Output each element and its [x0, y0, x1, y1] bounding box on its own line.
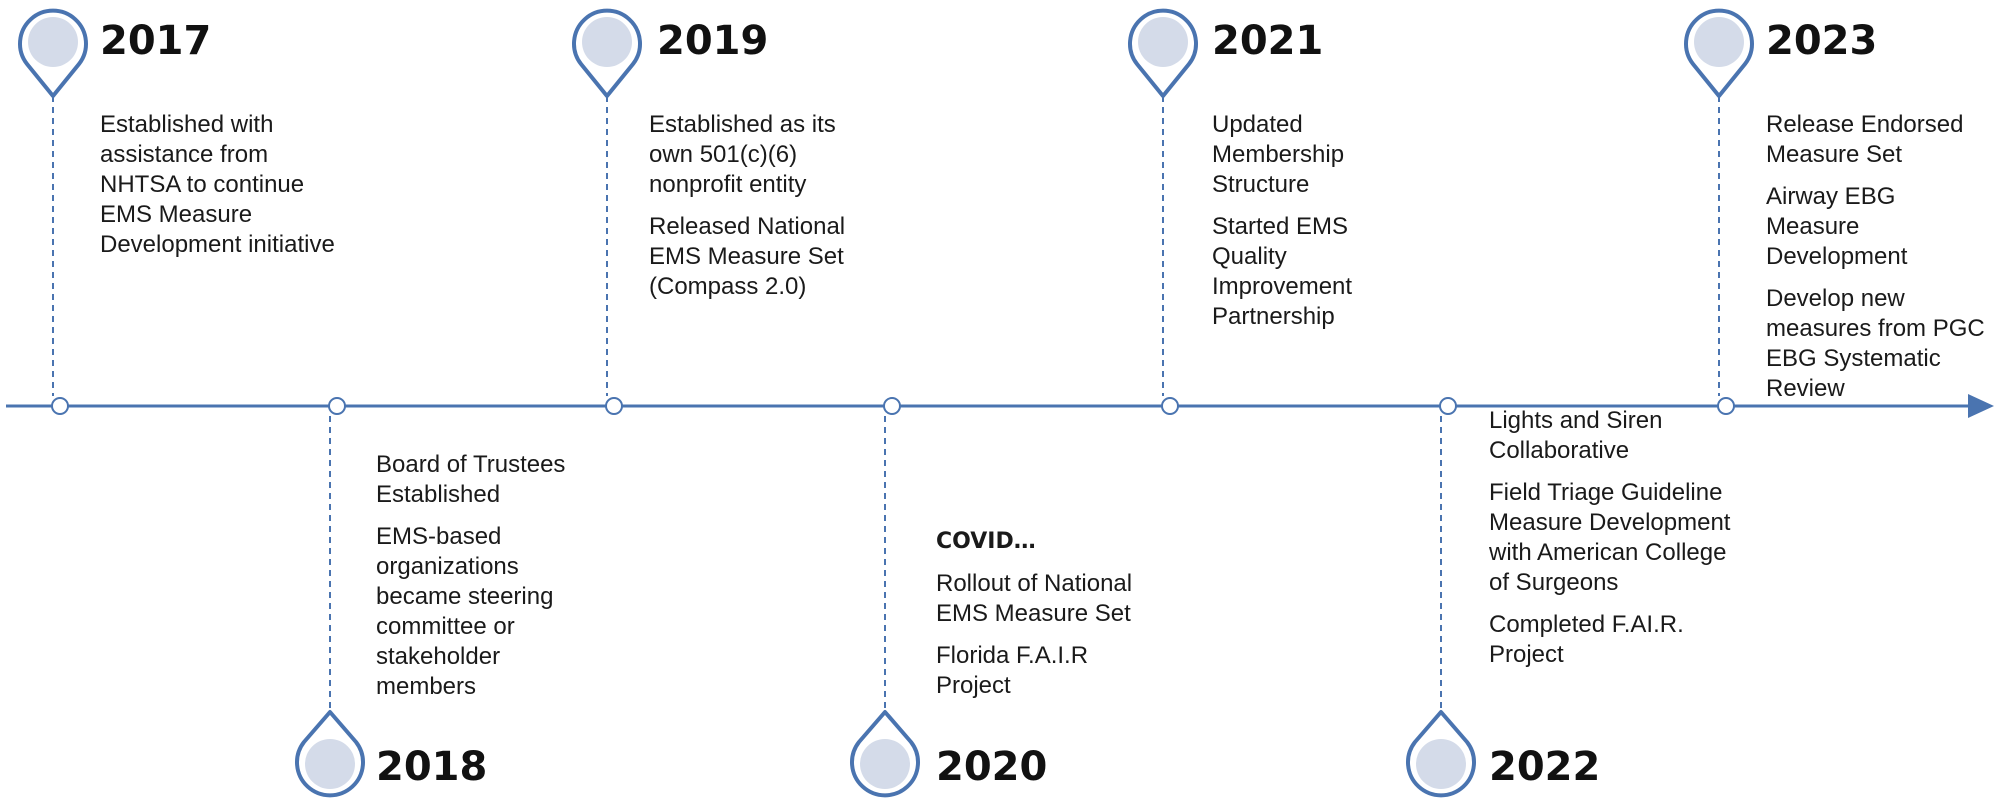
- milestone-2022-text: Lights and Siren Collaborative Field Tri…: [1489, 406, 1739, 682]
- milestone-2023-item: Airway EBG Measure Development: [1766, 183, 1908, 270]
- milestone-2022-item: Field Triage Guideline Measure Developme…: [1489, 479, 1731, 596]
- milestone-2019-text: Established as its own 501(c)(6) nonprof…: [649, 110, 874, 314]
- pin-center-2018: [305, 739, 355, 789]
- year-label-2017: 2017: [100, 18, 212, 64]
- milestone-2020-item: Rollout of National EMS Measure Set: [936, 570, 1133, 627]
- pin-center-2019: [582, 17, 632, 67]
- year-label-2020: 2020: [936, 744, 1048, 790]
- year-label-2022: 2022: [1489, 744, 1601, 790]
- milestone-2018-item: EMS-based organizations became steering …: [376, 523, 554, 700]
- pin-center-2021: [1138, 17, 1188, 67]
- timeline-arrowhead: [1968, 394, 1994, 418]
- axis-dot-2018: [328, 397, 346, 415]
- milestone-2020-item: COVID…: [936, 529, 1036, 554]
- year-label-2023: 2023: [1766, 18, 1878, 64]
- milestone-2017-text: Established with assistance from NHTSA t…: [100, 110, 340, 272]
- year-label-2018: 2018: [376, 744, 488, 790]
- milestone-2023-item: Develop new measures from PGC EBG System…: [1766, 285, 1985, 402]
- axis-dot-2020: [883, 397, 901, 415]
- milestone-2018-text: Board of Trustees Established EMS-based …: [376, 450, 586, 714]
- axis-dot-2023: [1717, 397, 1735, 415]
- pin-center-2022: [1416, 739, 1466, 789]
- milestone-2020-item: Florida F.A.I.R Project: [936, 642, 1089, 699]
- milestone-2017-item: Established with assistance from NHTSA t…: [100, 111, 335, 258]
- milestone-2021-item: Updated Membership Structure: [1212, 111, 1345, 198]
- milestone-2021-item: Started EMS Quality Improvement Partners…: [1212, 213, 1353, 330]
- year-label-2019: 2019: [657, 18, 769, 64]
- milestone-2022-item: Lights and Siren Collaborative: [1489, 407, 1663, 464]
- milestone-2022-item: Completed F.AI.R. Project: [1489, 611, 1684, 668]
- milestone-2018-item: Board of Trustees Established: [376, 451, 566, 508]
- milestone-2020-text: COVID… Rollout of National EMS Measure S…: [936, 527, 1161, 713]
- milestone-2019-item: Established as its own 501(c)(6) nonprof…: [649, 111, 836, 198]
- pin-center-2017: [28, 17, 78, 67]
- milestone-2023-item: Release Endorsed Measure Set: [1766, 111, 1964, 168]
- milestone-2023-text: Release Endorsed Measure Set Airway EBG …: [1766, 110, 1992, 416]
- axis-dot-2021: [1161, 397, 1179, 415]
- axis-dot-2022: [1439, 397, 1457, 415]
- axis-dot-2019: [605, 397, 623, 415]
- year-label-2021: 2021: [1212, 18, 1324, 64]
- milestone-2021-text: Updated Membership Structure Started EMS…: [1212, 110, 1382, 344]
- pin-center-2023: [1694, 17, 1744, 67]
- axis-dot-2017: [51, 397, 69, 415]
- pin-center-2020: [860, 739, 910, 789]
- milestone-2019-item: Released National EMS Measure Set (Compa…: [649, 213, 846, 300]
